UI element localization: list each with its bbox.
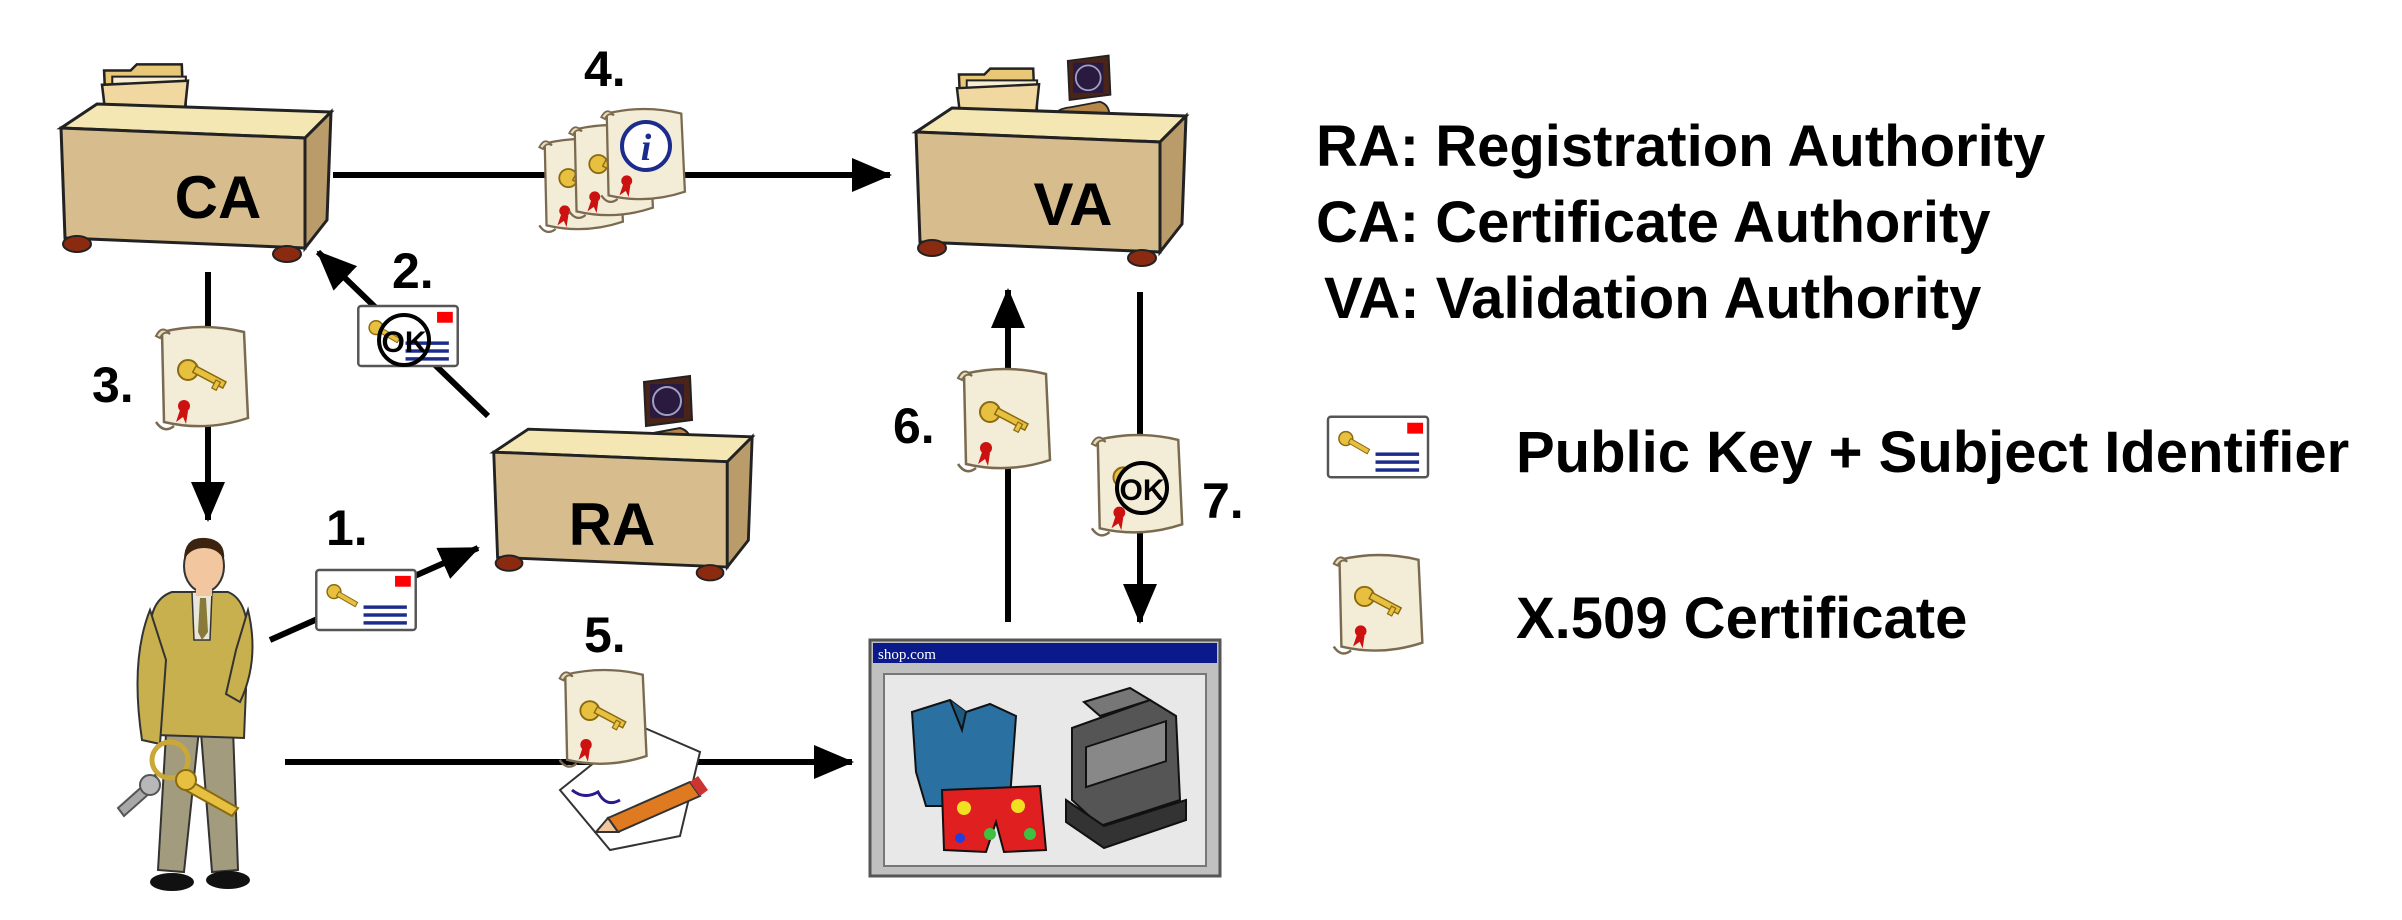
shorts-icon: [940, 784, 1048, 854]
ok-stamp-text-7: OK: [1120, 474, 1165, 507]
step-3-label: 3.: [92, 357, 134, 413]
ca-label: CA: [175, 164, 262, 231]
legend-certificate-label: X.509 Certificate: [1516, 586, 1967, 651]
ok-circle-icon: [1115, 461, 1169, 515]
shirt-icon: [910, 698, 1018, 807]
legend: RA: Registration Authority CA: Certifica…: [1316, 114, 2349, 655]
cash-register-icon: [1065, 686, 1187, 850]
legend-ra-definition: RA: Registration Authority: [1316, 114, 2045, 179]
step-4-label: 4.: [584, 41, 626, 97]
info-symbol: i: [641, 127, 652, 169]
step-7-label: 7.: [1202, 473, 1244, 529]
window-title-bar: [873, 643, 1217, 663]
certificate-scroll-icon: [956, 367, 1052, 473]
step-labels: 1. 2. 3. 4. 5. 6. 7.: [92, 41, 1244, 663]
va-label: VA: [1034, 171, 1113, 238]
info-icon: [620, 120, 672, 172]
ra-desk: RA: [492, 374, 754, 582]
public-key-card-icon: [1326, 415, 1430, 479]
certificate-scroll-icon: [1332, 553, 1424, 655]
ok-certificate: OK: [1090, 433, 1184, 537]
signed-certificate: [558, 668, 708, 852]
shop-window: shop.com: [868, 638, 1222, 878]
step-5-label: 5.: [584, 607, 626, 663]
certificate-scroll-icon: [558, 668, 648, 768]
public-key-card-icon: [315, 568, 417, 632]
certificate-stack: i: [538, 107, 687, 234]
va-desk: VA: [914, 54, 1188, 268]
step-1-label: 1.: [326, 500, 368, 556]
step-2-label: 2.: [392, 243, 434, 299]
user-figure: [116, 537, 254, 891]
ok-circle-icon: [377, 313, 431, 367]
legend-va-definition: VA: Validation Authority: [1324, 266, 1981, 331]
ca-desk: CA: [59, 63, 333, 264]
step-6-label: 6.: [893, 398, 935, 454]
pen-icon: [593, 776, 708, 834]
ok-card: OK: [357, 304, 459, 368]
ra-label: RA: [569, 491, 656, 558]
ok-stamp-text: OK: [382, 326, 427, 359]
certificate-scroll-icon: [154, 325, 250, 431]
legend-public-key-label: Public Key + Subject Identifier: [1516, 420, 2349, 485]
keys-icon: [116, 739, 240, 818]
shop-title: shop.com: [878, 647, 936, 663]
legend-ca-definition: CA: Certificate Authority: [1316, 190, 1991, 255]
